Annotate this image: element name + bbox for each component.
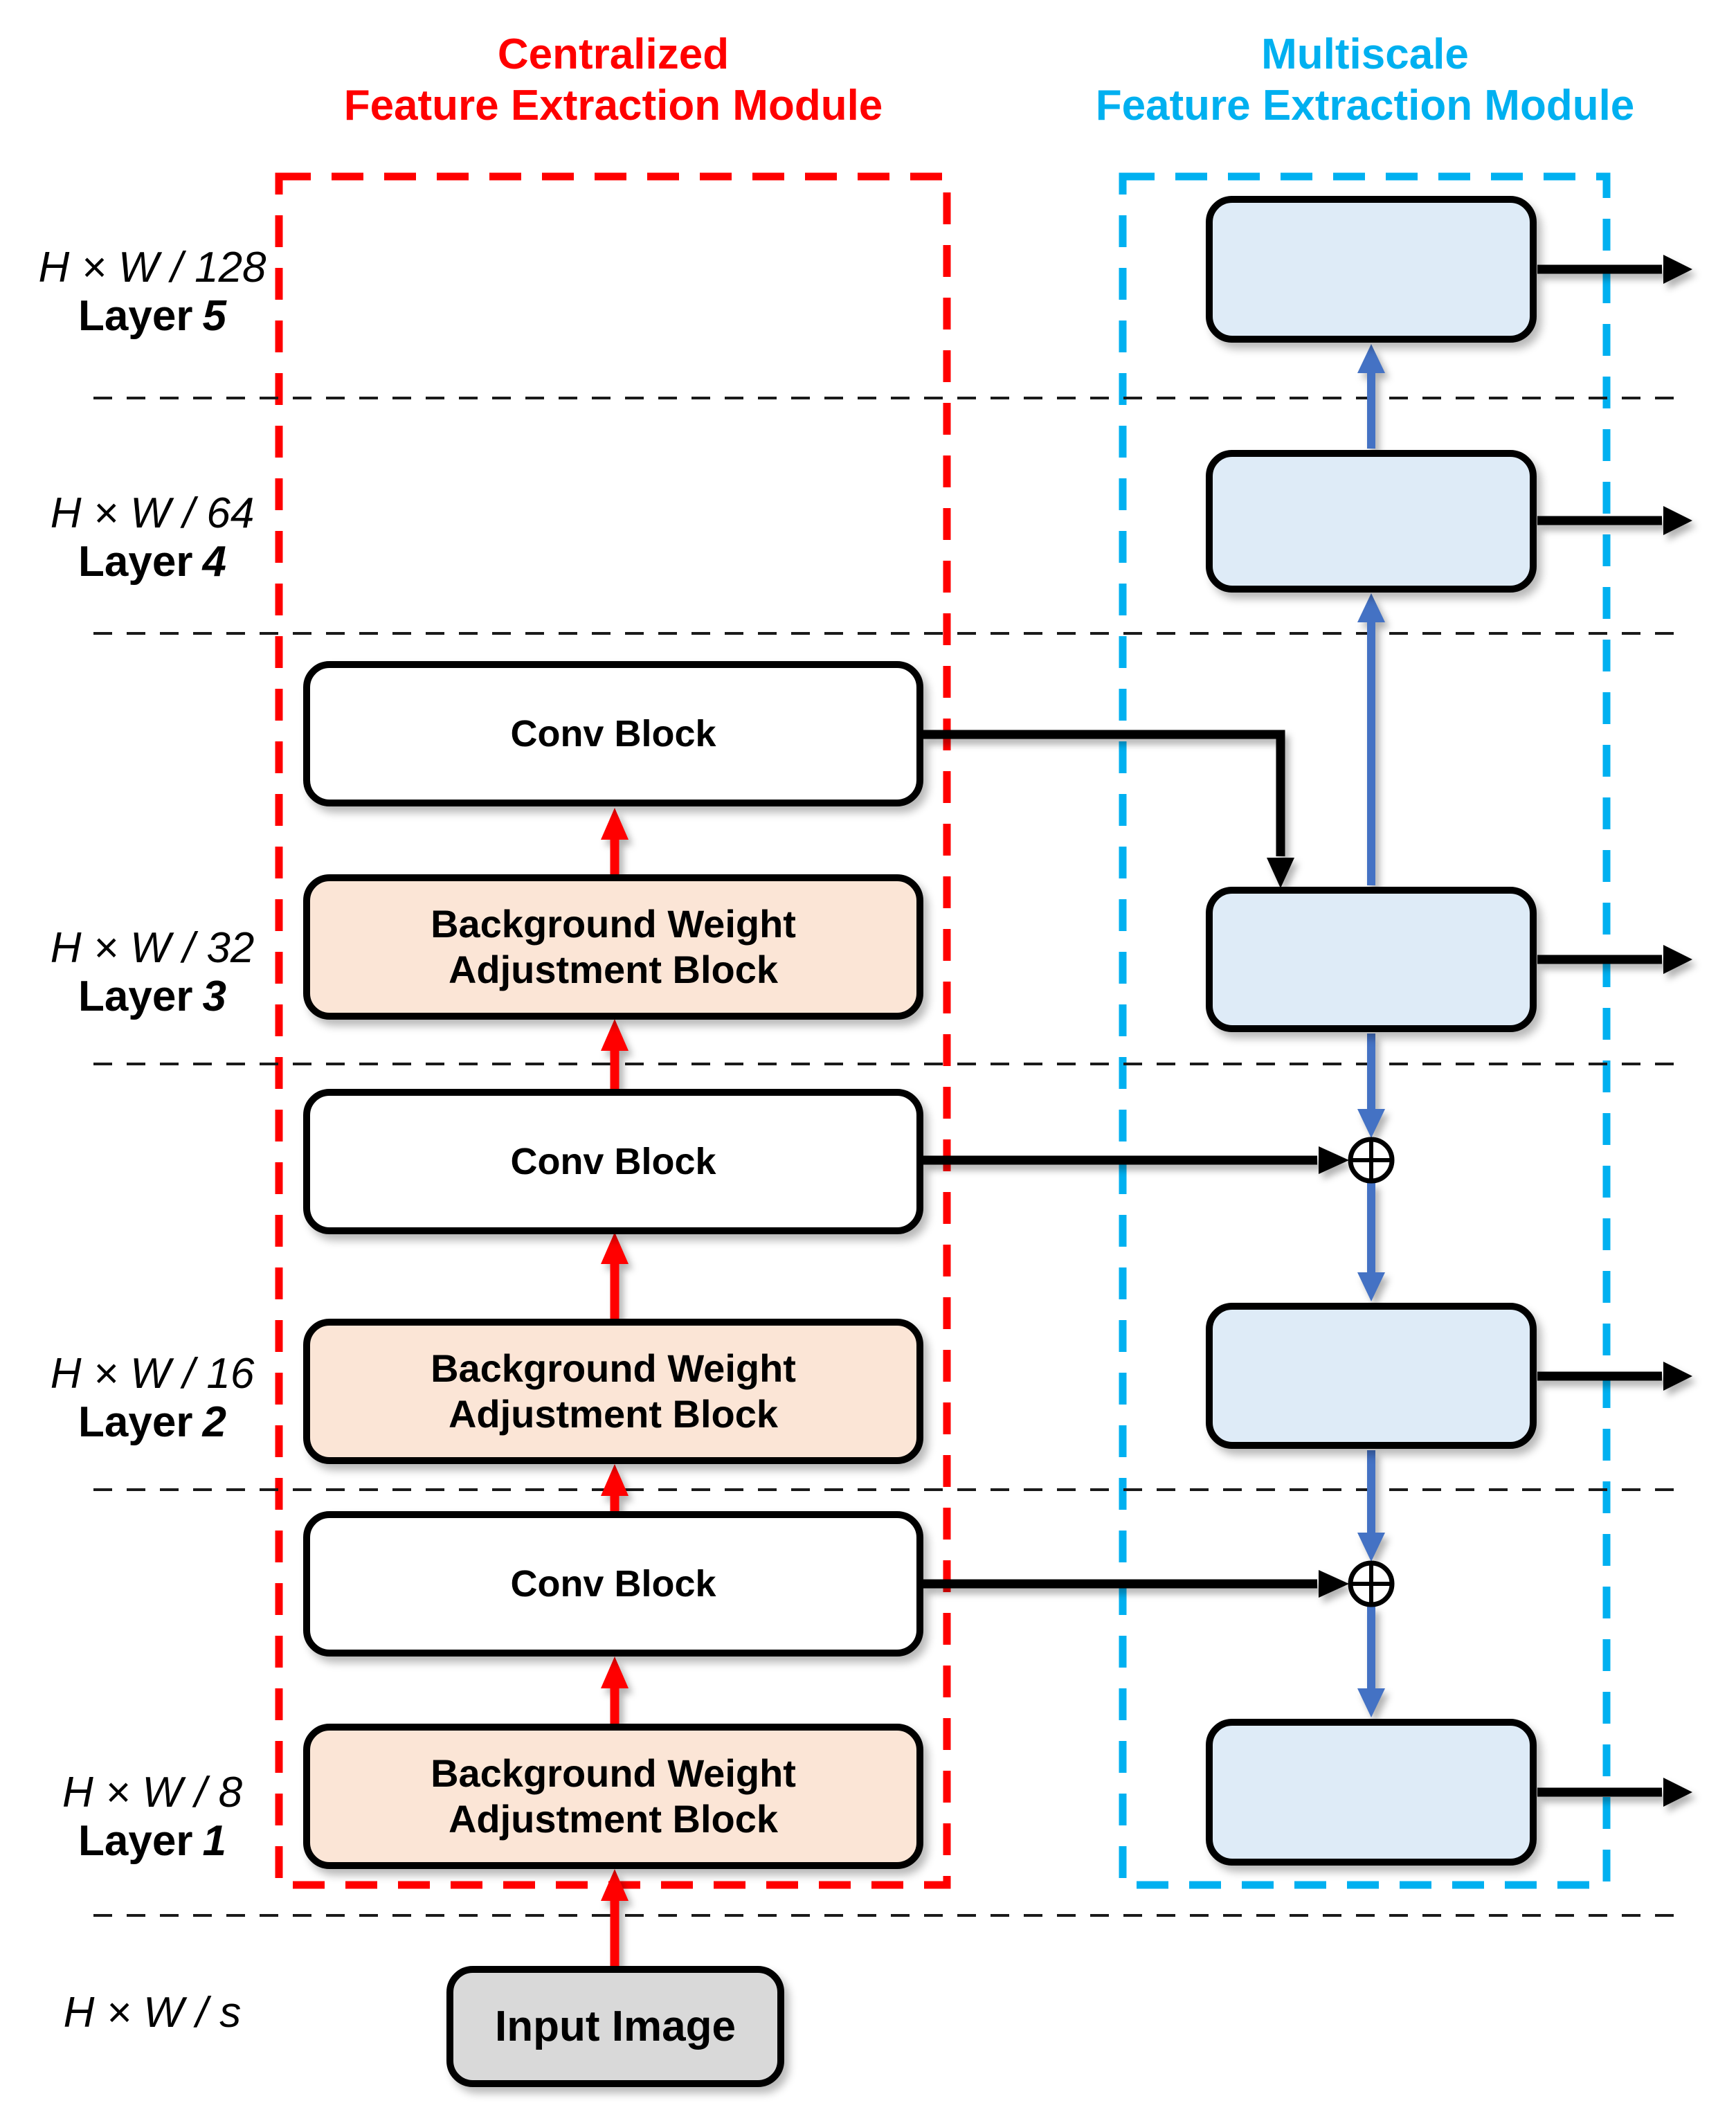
bwa-layer-3-line2: Adjustment Block bbox=[448, 948, 779, 991]
layer-2-dimension: H × W / 16 bbox=[50, 1350, 255, 1398]
red-arrow-bwa2-to-conv2 bbox=[601, 1232, 629, 1319]
conv-block-layer-3: Conv Block bbox=[303, 661, 923, 806]
blue-arrow-layer3-to-sum1 bbox=[1357, 1034, 1385, 1138]
bwa-block-layer-2: Background Weight Adjustment Block bbox=[303, 1319, 923, 1464]
conv-block-layer-3-label: Conv Block bbox=[510, 713, 716, 755]
multiscale-block-layer-1 bbox=[1206, 1719, 1537, 1866]
bwa-layer-3-line1: Background Weight bbox=[431, 902, 796, 946]
bwa-layer-2-line1: Background Weight bbox=[431, 1346, 796, 1390]
conv-block-layer-1: Conv Block bbox=[303, 1511, 923, 1657]
output-arrow-layer-3 bbox=[1537, 945, 1692, 974]
layer-1-dimension: H × W / 8 bbox=[62, 1769, 243, 1816]
title-centralized-line2: Feature Extraction Module bbox=[343, 82, 883, 129]
red-arrow-conv2-to-bwa3 bbox=[601, 1019, 629, 1089]
conv-block-layer-2-label: Conv Block bbox=[510, 1141, 716, 1182]
blue-arrow-sum2-to-layer1 bbox=[1357, 1606, 1385, 1717]
black-arrow-conv3-to-layer3-block bbox=[923, 730, 1294, 888]
multiscale-block-layer-3 bbox=[1206, 887, 1537, 1032]
title-multiscale-module: Multiscale Feature Extraction Module bbox=[984, 29, 1736, 132]
title-centralized-module: Centralized Feature Extraction Module bbox=[233, 29, 994, 132]
multiscale-block-layer-2 bbox=[1206, 1303, 1537, 1449]
title-centralized-line1: Centralized bbox=[497, 30, 730, 78]
multiscale-module-dashed-box bbox=[1119, 172, 1611, 1889]
blue-arrow-layer2-to-sum2 bbox=[1357, 1450, 1385, 1562]
black-arrow-conv1-to-sum2 bbox=[923, 1570, 1349, 1598]
circled-plus-icon-sum1 bbox=[1348, 1137, 1395, 1184]
red-arrow-conv1-to-bwa2 bbox=[601, 1464, 629, 1511]
input-scale-label: H × W / s bbox=[63, 1989, 242, 2037]
input-image-label: Input Image bbox=[495, 2003, 736, 2050]
blue-arrow-layer3-to-layer4 bbox=[1357, 593, 1385, 885]
black-arrow-conv2-to-sum1 bbox=[923, 1146, 1349, 1174]
bwa-layer-1-line1: Background Weight bbox=[431, 1751, 796, 1795]
circled-plus-icon-sum2 bbox=[1348, 1560, 1395, 1607]
output-arrow-layer-2 bbox=[1537, 1362, 1692, 1391]
blue-arrow-layer4-to-layer5 bbox=[1357, 344, 1385, 449]
bwa-block-layer-3: Background Weight Adjustment Block bbox=[303, 874, 923, 1020]
bwa-layer-2-line2: Adjustment Block bbox=[448, 1392, 779, 1436]
output-arrow-layer-4 bbox=[1537, 506, 1692, 535]
title-multiscale-line1: Multiscale bbox=[1261, 30, 1469, 78]
layer-3-dimension: H × W / 32 bbox=[50, 924, 255, 972]
conv-block-layer-2: Conv Block bbox=[303, 1089, 923, 1234]
output-arrow-layer-1 bbox=[1537, 1778, 1692, 1807]
red-arrow-input-to-bwa1 bbox=[601, 1869, 629, 1966]
input-image-block: Input Image bbox=[446, 1966, 784, 2087]
multiscale-block-layer-5 bbox=[1206, 196, 1537, 343]
title-multiscale-line2: Feature Extraction Module bbox=[1095, 82, 1635, 129]
layer-5-dimension: H × W / 128 bbox=[38, 244, 266, 291]
blue-arrow-sum1-to-layer2 bbox=[1357, 1182, 1385, 1301]
output-arrow-layer-5 bbox=[1537, 255, 1692, 284]
bwa-block-layer-1: Background Weight Adjustment Block bbox=[303, 1724, 923, 1869]
layer-4-dimension: H × W / 64 bbox=[50, 489, 255, 537]
red-arrow-bwa1-to-conv1 bbox=[601, 1657, 629, 1724]
red-arrow-bwa3-to-conv3 bbox=[601, 808, 629, 874]
bwa-layer-1-line2: Adjustment Block bbox=[448, 1797, 779, 1841]
multiscale-block-layer-4 bbox=[1206, 450, 1537, 593]
conv-block-layer-1-label: Conv Block bbox=[510, 1563, 716, 1605]
